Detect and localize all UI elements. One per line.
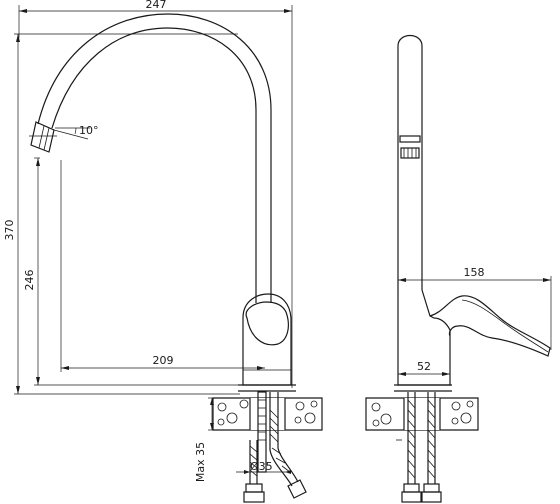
mounting-assembly-front <box>212 391 323 503</box>
label-spout-reach: 209 <box>153 354 174 367</box>
side-view: 158 52 <box>365 34 552 503</box>
label-side-depth: 158 <box>464 266 485 279</box>
front-view: 247 370 246 209 <box>3 0 323 503</box>
label-max-thickness: Max 35 <box>194 442 207 482</box>
dimension-total-height: 370 <box>3 33 240 395</box>
dimension-max-thickness: Max 35 <box>194 397 218 482</box>
label-spout-angle: 10° <box>79 124 99 137</box>
label-spout-height: 246 <box>23 270 36 291</box>
gooseneck-spout <box>29 13 272 303</box>
side-body <box>394 289 551 392</box>
faucet-body <box>238 293 296 392</box>
dimension-hole-diameter: Ø35 <box>236 460 291 474</box>
dimension-spout-angle: 10° <box>53 124 99 140</box>
dimension-spout-reach: 209 <box>60 160 265 372</box>
mounting-assembly-side <box>365 392 479 503</box>
label-total-reach: 247 <box>146 0 167 11</box>
label-hole-diameter: Ø35 <box>250 460 273 473</box>
dimension-side-depth: 158 <box>397 266 552 350</box>
side-spout <box>397 34 423 290</box>
dimension-total-reach: 247 <box>18 0 293 388</box>
dimension-spout-height: 246 <box>23 157 240 386</box>
dimension-base-width: 52 <box>398 360 450 376</box>
label-total-height: 370 <box>3 220 16 241</box>
label-base-width: 52 <box>417 360 431 373</box>
